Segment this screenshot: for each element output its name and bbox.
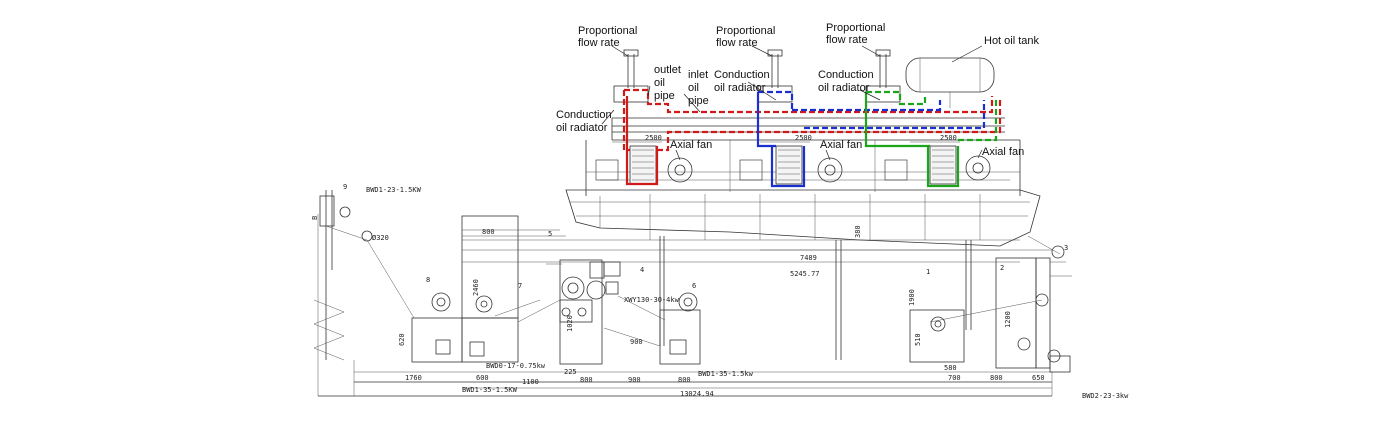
svg-text:oil: oil — [654, 77, 665, 89]
dim-800-c: 800 — [990, 374, 1003, 382]
callout-5: 5 — [548, 230, 552, 238]
axial-fan-2 — [817, 157, 843, 183]
callout-4: 4 — [640, 266, 644, 274]
dim-1200: 1200 — [1004, 311, 1012, 328]
svg-text:oil: oil — [688, 82, 699, 94]
dim-650: 650 — [1032, 374, 1045, 382]
blue-oil-circuit — [756, 90, 986, 188]
svg-text:Conduction: Conduction — [556, 109, 612, 121]
axial-fan-3 — [965, 155, 991, 181]
dim-225: 225 — [564, 368, 577, 376]
svg-text:Proportional: Proportional — [716, 25, 775, 37]
label-axial-fan-3: Axial fan — [982, 146, 1024, 158]
dim-800-b: 800 — [678, 376, 691, 384]
dim-5245: 5245.77 — [790, 270, 820, 278]
svg-text:inlet: inlet — [688, 69, 708, 81]
callout-6: 6 — [692, 282, 696, 290]
dim-1900: 1900 — [908, 289, 916, 306]
dim-380: 380 — [854, 225, 862, 238]
callout-1: 1 — [926, 268, 930, 276]
motor-tag-bwd2-23: BWD2-23-3kw — [1082, 392, 1129, 400]
dim-13024: 13024.94 — [680, 390, 714, 398]
callout-7: 7 — [518, 282, 522, 290]
label-outlet-oil-pipe: outlet oil pipe — [654, 64, 681, 102]
dim-800-a: 800 — [580, 376, 593, 384]
dim-1760: 1760 — [405, 374, 422, 382]
red-oil-circuit — [622, 88, 1002, 186]
dim-580: 580 — [944, 364, 957, 372]
svg-text:Proportional: Proportional — [826, 22, 885, 34]
motor-tag-bwd1-35-a: BWD1-35-1.5KW — [462, 386, 518, 394]
callout-2: 2 — [1000, 264, 1004, 272]
radiator-core-red — [629, 145, 657, 185]
label-flow-rate-3: Proportional flow rate — [826, 22, 885, 46]
svg-text:flow rate: flow rate — [716, 37, 758, 49]
svg-text:oil radiator: oil radiator — [818, 82, 870, 94]
dim-620: 620 — [398, 333, 406, 346]
label-hot-oil-tank: Hot oil tank — [984, 35, 1040, 47]
svg-text:flow rate: flow rate — [578, 37, 620, 49]
coating-unit-frames — [411, 215, 1020, 365]
label-radiator-1: Conduction oil radiator — [556, 109, 612, 134]
dim-900-a: 900 — [630, 338, 643, 346]
svg-text:Conduction: Conduction — [714, 69, 770, 81]
svg-text:pipe: pipe — [654, 90, 675, 102]
label-radiator-2: Conduction oil radiator — [714, 69, 770, 94]
svg-text:outlet: outlet — [654, 64, 681, 76]
dim-800-top: 800 — [482, 228, 495, 236]
label-flow-rate-1: Proportional flow rate — [578, 25, 637, 49]
svg-text:oil radiator: oil radiator — [556, 122, 608, 134]
leader-lines — [601, 45, 983, 161]
svg-text:Conduction: Conduction — [818, 69, 874, 81]
axial-fan-1 — [667, 157, 693, 183]
unwind-stand — [313, 190, 415, 361]
radiator-core-green — [929, 145, 957, 185]
svg-text:oil radiator: oil radiator — [714, 82, 766, 94]
motor-tag-bwd1-35-b: BWD1-35-1.5kw — [698, 370, 754, 378]
callout-9: 9 — [343, 183, 347, 191]
dim-1020: 1020 — [566, 315, 574, 332]
callout-3: 3 — [1064, 244, 1068, 252]
label-radiator-3: Conduction oil radiator — [818, 69, 874, 94]
hot-oil-tank — [905, 57, 995, 93]
label-axial-fan-1: Axial fan — [670, 139, 712, 151]
dimension-lines — [462, 141, 1052, 389]
dim-510: 510 — [914, 333, 922, 346]
motor-tag-bwd0-17: BWD0-17-0.75kw — [486, 362, 546, 370]
dim-2500-c: 2500 — [940, 134, 957, 142]
motor-tag-xwy130: XWY130-30-4kw — [624, 296, 680, 304]
green-oil-circuit — [864, 90, 998, 188]
oven-supports — [659, 236, 1000, 360]
svg-text:Proportional: Proportional — [578, 25, 637, 37]
rewind-section — [909, 235, 1072, 373]
svg-text:flow rate: flow rate — [826, 34, 868, 46]
dim-2500-b: 2500 — [795, 134, 812, 142]
dim-2460: 2460 — [472, 279, 480, 296]
radiator-core-blue — [775, 145, 803, 185]
dim-7489: 7489 — [800, 254, 817, 262]
svg-text:B: B — [311, 216, 319, 220]
base-frame — [317, 214, 1053, 397]
dim-900-b: 900 — [628, 376, 641, 384]
label-flow-rate-2: Proportional flow rate — [716, 25, 775, 49]
callout-8: 8 — [426, 276, 430, 284]
dim-2500-a: 2500 — [645, 134, 662, 142]
roller-diameter-tag: Ø320 — [372, 234, 389, 242]
dim-700: 700 — [948, 374, 961, 382]
dim-1100: 1100 — [522, 378, 539, 386]
dim-600: 600 — [476, 374, 489, 382]
svg-text:pipe: pipe — [688, 95, 709, 107]
motor-tag-bwd1-23: BWD1-23-1.5KW — [366, 186, 422, 194]
label-axial-fan-2: Axial fan — [820, 139, 862, 151]
label-inlet-oil-pipe: inlet oil pipe — [688, 69, 709, 107]
